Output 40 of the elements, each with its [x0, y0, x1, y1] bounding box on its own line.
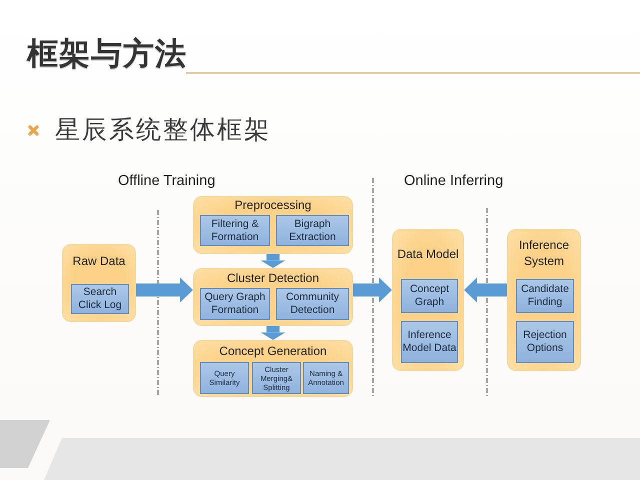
stage-heading: Raw Data — [72, 254, 126, 270]
process-box — [401, 321, 458, 363]
block-arrow — [464, 278, 507, 302]
step-label: Community Detection — [284, 291, 340, 317]
section-heading: Online Inferring — [404, 172, 504, 191]
slide-title: 框架与方法 — [27, 35, 187, 73]
stage-panel — [62, 244, 136, 322]
process-box — [71, 284, 129, 314]
stage-heading: Cluster Detection — [226, 271, 320, 287]
process-box — [200, 362, 249, 394]
stage-panel — [193, 340, 353, 397]
stage-heading: Concept Generation — [219, 344, 327, 360]
process-box — [200, 215, 270, 246]
stage-panel — [193, 196, 353, 254]
step-label: Inference Model Data — [402, 329, 457, 355]
process-box — [401, 279, 458, 313]
stage-heading: Data Model — [397, 247, 459, 263]
bullet-text: 星辰系统整体框架 — [55, 115, 271, 146]
step-label: Search Click Log — [77, 286, 123, 312]
block-arrow — [260, 326, 286, 340]
stage-heading: Inference System — [518, 238, 570, 270]
stage-panel — [392, 229, 464, 371]
step-label: Filtering & Formation — [210, 218, 260, 244]
step-label: Bigraph Extraction — [288, 218, 337, 244]
step-label: Rejection Options — [522, 329, 568, 355]
step-label: Concept Graph — [408, 283, 450, 309]
block-arrow — [260, 254, 286, 268]
stage-panel — [507, 229, 581, 371]
block-arrow — [353, 278, 392, 302]
process-box — [276, 215, 349, 246]
stage-heading: Preprocessing — [234, 198, 312, 214]
step-label: Candidate Finding — [520, 283, 570, 309]
block-arrow — [136, 278, 193, 302]
process-box — [516, 321, 574, 363]
section-heading: Offline Training — [118, 172, 216, 191]
process-box — [252, 362, 301, 394]
process-box — [303, 362, 349, 394]
stage-panel — [193, 268, 353, 326]
step-label: Query Graph Formation — [204, 291, 266, 317]
process-box — [276, 288, 349, 320]
